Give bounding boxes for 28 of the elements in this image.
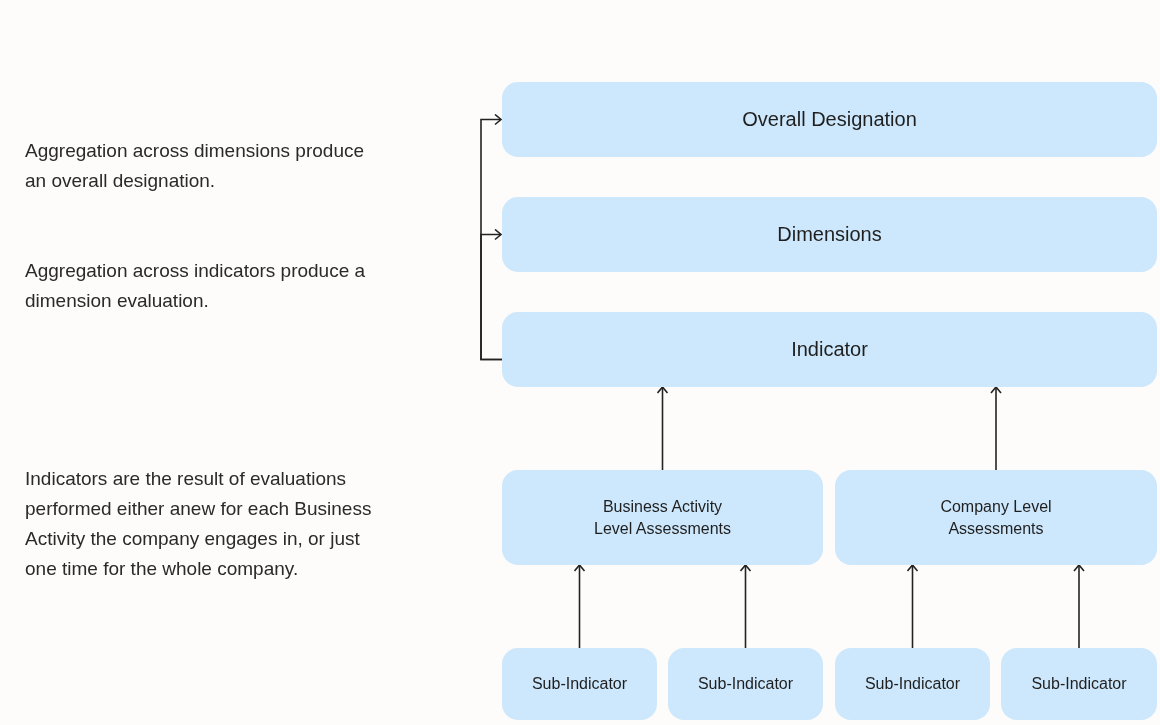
level-box <box>502 82 1157 157</box>
level-box <box>502 197 1157 272</box>
box-label: Sub-Indicator <box>697 674 794 694</box>
arrow <box>906 564 919 649</box>
box-label: Company Level Assessments <box>939 496 1053 539</box>
level-box <box>668 648 823 720</box>
level-box <box>1001 648 1157 720</box>
note-text: Indicators are the result of evaluations performed either anew for each Business Activity the company engages in, or just one time for the whole company. <box>25 467 373 581</box>
level-box <box>502 312 1157 387</box>
arrow <box>739 564 752 649</box>
box-label: Sub-Indicator <box>1031 674 1127 694</box>
level-box <box>502 648 657 720</box>
arrow <box>1073 564 1085 649</box>
arrow <box>573 564 586 649</box>
box-label: Overall Designation <box>742 106 917 132</box>
level-box <box>835 470 1157 565</box>
box-label: Sub-Indicator <box>864 674 961 694</box>
arrow <box>656 386 669 471</box>
box-label: Sub-Indicator <box>531 674 628 694</box>
arrow <box>990 386 1002 471</box>
level-box <box>502 470 823 565</box>
box-label: Business Activity Level Assessments <box>593 496 732 539</box>
note-text: Aggregation across dimensions produce an overall designation. <box>25 139 366 193</box>
box-label: Dimensions <box>777 221 882 247</box>
level-box <box>835 648 990 720</box>
box-label: Indicator <box>791 336 868 362</box>
note-text: Aggregation across indicators produce a dimension evaluation. <box>25 259 367 313</box>
arrow <box>480 113 503 361</box>
